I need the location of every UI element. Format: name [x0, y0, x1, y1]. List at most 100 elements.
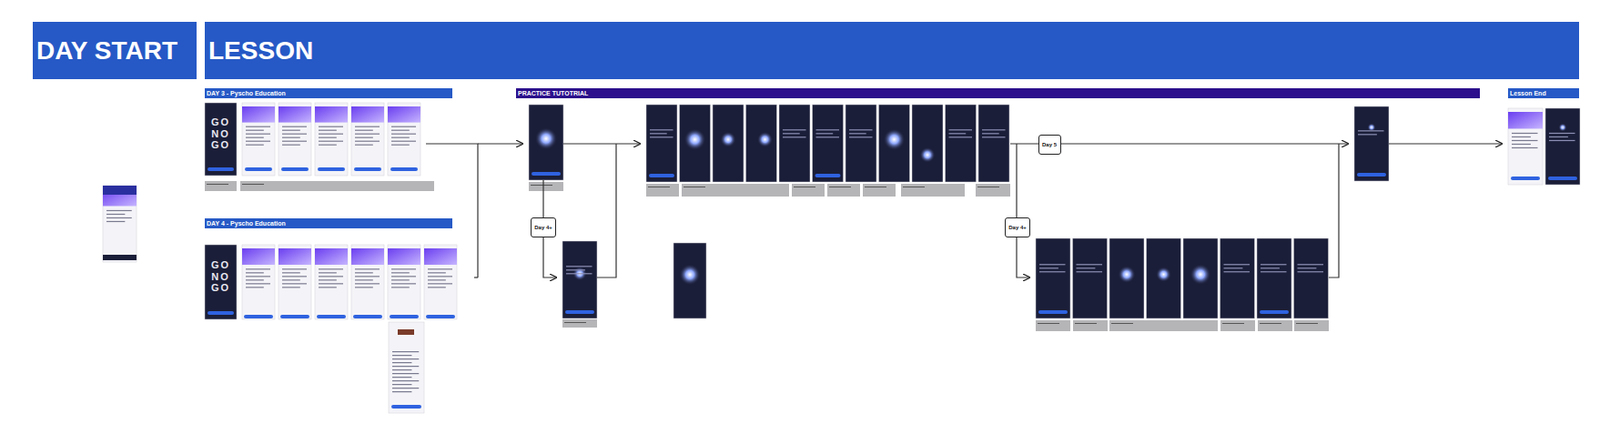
phone-screen [314, 102, 348, 176]
text-stroke [1511, 132, 1539, 134]
text-stroke [1511, 140, 1539, 142]
text-stroke [816, 136, 841, 138]
text-stroke [318, 137, 337, 139]
phone-screen [1073, 238, 1108, 319]
phone-screen [278, 244, 312, 320]
condition-box: Day 4+ [530, 217, 557, 238]
text-stroke [318, 144, 337, 146]
note-stroke [683, 186, 706, 188]
text-stroke [392, 358, 419, 360]
text-stroke [1039, 263, 1066, 265]
screen-button [316, 314, 346, 319]
text-stroke [354, 144, 374, 146]
screen-button [317, 167, 345, 172]
text-stroke [949, 132, 967, 134]
text-stroke [106, 217, 132, 219]
text-stroke [282, 133, 307, 135]
screen-image [242, 248, 275, 265]
screen-button [207, 167, 234, 172]
note-stroke [206, 183, 229, 185]
text-stroke [106, 210, 132, 212]
glow-circle [1190, 263, 1212, 285]
phone-screen [812, 104, 844, 183]
text-stroke [1511, 143, 1531, 145]
note-stroke [793, 186, 816, 188]
text-stroke [391, 279, 410, 281]
text-stroke [392, 373, 419, 375]
phone-screen [387, 244, 421, 320]
text-stroke [245, 130, 264, 132]
text-stroke [1039, 267, 1059, 269]
section-bar: PRACTICE TUTOTRIAL [516, 88, 1480, 99]
phone-screen [712, 104, 744, 183]
screen-button [281, 167, 309, 172]
note-stroke [648, 186, 670, 188]
text-stroke [392, 380, 419, 382]
text-stroke [318, 286, 337, 288]
text-stroke [1224, 267, 1244, 269]
text-stroke [392, 384, 412, 385]
screen-button [1259, 310, 1289, 314]
phone-screen [387, 102, 421, 176]
node-label: PRACTICE TUTOTRIAL [517, 90, 588, 97]
note-bar [204, 181, 237, 192]
note-stroke [1259, 323, 1282, 325]
screen-button [648, 173, 675, 178]
text-stroke [282, 130, 301, 132]
screen-button [390, 167, 418, 172]
phone-screen [388, 322, 425, 414]
phone-screen [879, 104, 911, 183]
text-stroke [649, 129, 674, 131]
text-stroke [282, 268, 307, 270]
text-stroke [1260, 263, 1287, 265]
text-stroke [106, 213, 125, 215]
screen-button [565, 310, 595, 314]
text-stroke [1297, 271, 1325, 273]
text-stroke [1076, 263, 1104, 265]
text-stroke [1549, 140, 1576, 142]
screen-button [243, 314, 274, 319]
screen-image [397, 329, 415, 335]
note-stroke [1222, 323, 1245, 325]
text-stroke [782, 136, 807, 138]
text-stroke [1549, 136, 1569, 138]
text-stroke [1511, 136, 1531, 138]
glow-circle [720, 131, 737, 148]
text-stroke [391, 286, 410, 288]
note-bar [1220, 320, 1256, 332]
glow-circle [684, 128, 707, 151]
note-bar [562, 319, 598, 328]
phone-screen [1508, 108, 1543, 185]
screen-button [353, 314, 383, 319]
note-bar [975, 183, 1011, 197]
glow-circle [1367, 122, 1376, 132]
glow-circle [1118, 265, 1136, 284]
phone-screen [1183, 238, 1218, 319]
note-bar [827, 183, 861, 197]
phone-screen [746, 104, 778, 183]
screen-button [1548, 176, 1578, 181]
text-stroke [354, 272, 374, 274]
screen-button [354, 167, 382, 172]
text-stroke [849, 129, 873, 131]
screen-button [1356, 172, 1387, 177]
text-stroke [427, 283, 453, 284]
node-label: LESSON [208, 36, 314, 66]
node-label: GO NO GO [211, 116, 231, 152]
text-stroke [282, 275, 307, 277]
phone-screen [528, 104, 564, 181]
text-stroke [982, 129, 1006, 131]
node-label: Lesson End [1509, 90, 1547, 97]
screen-image [351, 106, 385, 123]
screen-button [425, 314, 456, 319]
text-stroke [318, 283, 344, 284]
screen-button [207, 311, 234, 315]
text-stroke [1224, 263, 1251, 265]
note-stroke [902, 186, 925, 188]
text-stroke [982, 132, 1000, 134]
text-stroke [782, 132, 800, 134]
note-stroke [864, 186, 887, 188]
text-stroke [282, 141, 307, 142]
phone-screen [646, 104, 678, 183]
phone-screen [1294, 238, 1329, 319]
